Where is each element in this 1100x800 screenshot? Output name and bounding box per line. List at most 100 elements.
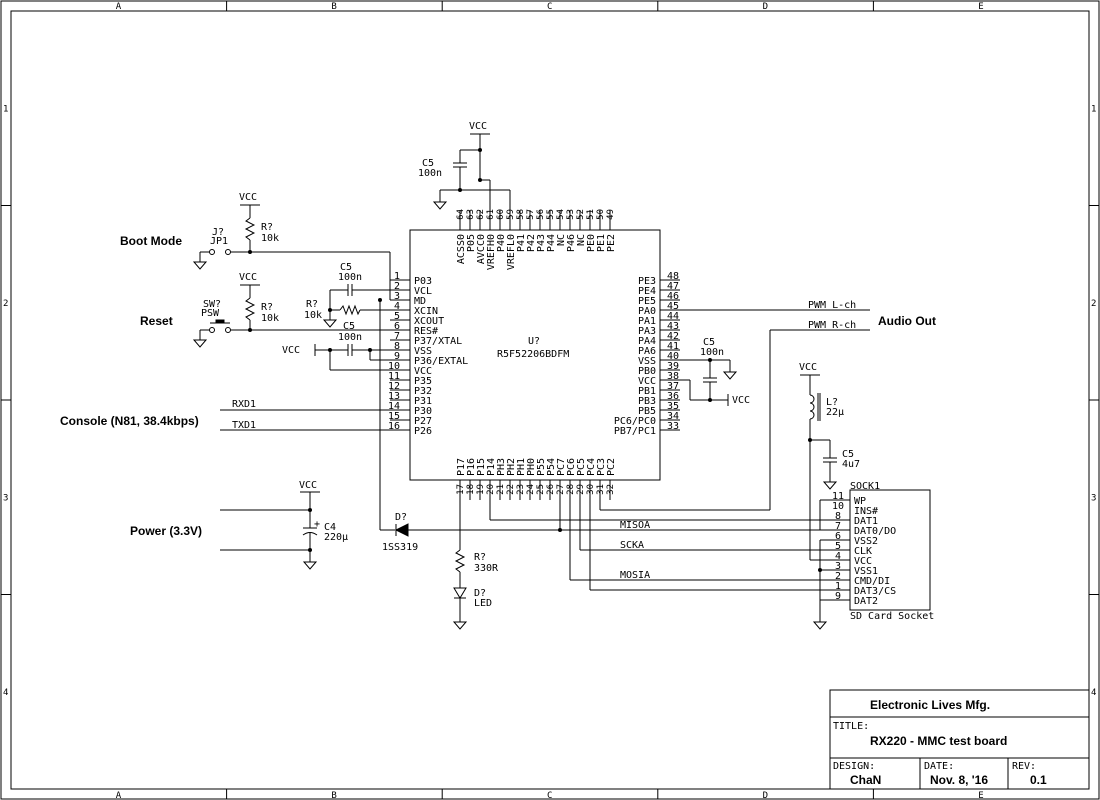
mcu-pin-name: PC2 (606, 458, 617, 476)
mcu-pin-number: 17 (456, 484, 466, 495)
mcu-pin-number: 30 (586, 484, 596, 495)
revision: 0.1 (1030, 773, 1047, 787)
mcu-pin-number: 48 (667, 271, 679, 282)
c-vcl-ref: C5 (340, 262, 352, 273)
mcu-part: R5F52206BDFM (497, 349, 569, 360)
frame-column-label-top: C (547, 2, 552, 12)
net-txd: TXD1 (232, 420, 256, 431)
mcu-pin-name: PE3 (638, 276, 656, 287)
sd-pin-name: CLK (854, 546, 872, 557)
sd-pin-number: 4 (835, 551, 841, 562)
led-val: LED (474, 598, 492, 609)
sd-pin-name: DAT1 (854, 516, 878, 527)
mcu-pin-name: P03 (414, 276, 432, 287)
mcu-pin-number: 60 (496, 209, 506, 220)
mcu-pin-number: 25 (536, 484, 546, 495)
l-val: 22µ (826, 407, 844, 418)
r-md-ref: R? (306, 299, 318, 310)
mcu-pin-name: VREFH0 (486, 234, 497, 270)
title-label: TITLE: (833, 721, 869, 732)
mcu-pin-name: P37/XTAL (414, 336, 462, 347)
vcc-label-boot: VCC (239, 192, 257, 203)
sd-pin-number: 7 (835, 521, 841, 532)
mcu-pin-name: P15 (476, 458, 487, 476)
audio-circuit: PWM L-ch PWM R-ch Audio Out (599, 300, 936, 511)
mcu-pin-name: NC (576, 234, 587, 246)
mcu-pin-number: 23 (516, 484, 526, 495)
mcu-pin-name: XCOUT (414, 316, 444, 327)
mcu-pin-name: P55 (536, 458, 547, 476)
date-label: DATE: (924, 761, 954, 772)
mcu-pin-number: 12 (388, 381, 400, 392)
mcu-pin-number: 40 (667, 351, 679, 362)
c-sd-ref: C5 (842, 449, 854, 460)
mcu-pin-number: 1 (394, 271, 400, 282)
mcu-top-pins: 64ACSS063P0562AVCC061VREFH060P4059VREFL0… (456, 209, 617, 270)
c-top-val: 100n (418, 168, 442, 179)
mcu-pin-name: PC3 (596, 458, 607, 476)
sd-pin-name: DAT3/CS (854, 586, 896, 597)
section-audio-out: Audio Out (878, 314, 936, 328)
mcu-pin-name: PB7/PC1 (614, 426, 656, 437)
mcu-pin-number: 55 (546, 209, 556, 220)
frame-column-label-bottom: D (763, 791, 768, 800)
mcu-pin-number: 47 (667, 281, 679, 292)
mcu-pin-number: 22 (506, 484, 516, 495)
rev-label: REV: (1012, 761, 1036, 772)
vcc-label-reset: VCC (239, 272, 257, 283)
r-reset-ref: R? (261, 302, 273, 313)
mcu-pin-number: 32 (606, 484, 616, 495)
mcu-pin-name: PC7 (556, 458, 567, 476)
r-reset-val: 10k (261, 313, 279, 324)
mcu-pin-number: 56 (536, 209, 546, 220)
r-md-val: 10k (304, 310, 322, 321)
mcu-pin-name: PH1 (516, 458, 527, 476)
vcc-label-sd: VCC (799, 362, 817, 373)
sd-pin-name: DAT0/DO (854, 526, 896, 537)
sd-pin-number: 2 (835, 571, 841, 582)
frame-row-label-right: 4 (1091, 688, 1096, 698)
r-led-val: 330R (474, 563, 499, 574)
mcu-pin-number: 28 (566, 484, 576, 495)
drawing-title: RX220 - MMC test board (870, 734, 1007, 748)
sd-pin-name: INS# (854, 506, 878, 517)
led-circuit: R? 330R D? LED (452, 500, 499, 630)
mcu-pin-number: 21 (496, 484, 506, 495)
sd-socket-ref: SOCK1 (850, 481, 880, 492)
mcu-pin-number: 58 (516, 209, 526, 220)
net-pwm-l: PWM L-ch (808, 300, 856, 311)
c-vcc-ref: C5 (343, 321, 355, 332)
c-vcl-val: 100n (338, 272, 362, 283)
frame-column-label-bottom: A (116, 791, 122, 800)
mcu-pin-name: P32 (414, 386, 432, 397)
mcu-pin-name: P30 (414, 406, 432, 417)
sw-ref: SW? (203, 299, 221, 310)
mcu-pin-number: 6 (394, 321, 400, 332)
mcu-pin-name: P14 (486, 458, 497, 476)
designer: ChaN (850, 773, 881, 787)
c-vcc-val: 100n (338, 332, 362, 343)
mcu-pin-name: PC6/PC0 (614, 416, 656, 427)
net-rxd: RXD1 (232, 399, 256, 410)
mcu-pin-name: VCC (414, 366, 432, 377)
mcu-pin-name: VSS (638, 356, 656, 367)
power-circuit: Power (3.3V) VCC + C4 220µ (130, 480, 348, 570)
mcu-pin-name: PA3 (638, 326, 656, 337)
vcc-label-power: VCC (299, 480, 317, 491)
boot-mode-circuit: Boot Mode J? JP1 VCC R? 10k (120, 192, 410, 301)
mcu-pin-name: MD (414, 296, 426, 307)
l-ref: L? (826, 397, 838, 408)
mcu-pin-number: 59 (506, 209, 516, 220)
mcu-pin-number: 18 (466, 484, 476, 495)
mcu-pin-name: PB1 (638, 386, 656, 397)
mcu-pin-name: PB3 (638, 396, 656, 407)
mcu-pin-number: 8 (394, 341, 400, 352)
mcu-pin-name: P36/EXTAL (414, 356, 468, 367)
mcu-pin-number: 50 (596, 209, 606, 220)
sd-pin-number: 5 (835, 541, 841, 552)
sd-pin-name: CMD/DI (854, 576, 890, 587)
title-block: Electronic Lives Mfg. TITLE: RX220 - MMC… (829, 689, 1090, 790)
frame-column-label-top: D (763, 2, 768, 12)
